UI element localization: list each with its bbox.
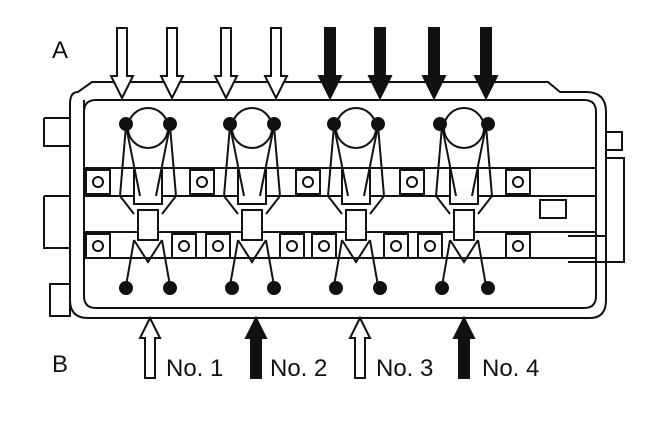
cylinder-4-a-arrow-2 <box>473 27 499 101</box>
cylinder-4-a-arrow-1 <box>421 27 447 101</box>
cylinder-1-b-arrow <box>138 315 162 379</box>
cylinder-1-assembly <box>85 107 215 295</box>
cylinder-head-outline <box>43 81 625 319</box>
cylinder-label-4: No. 4 <box>482 355 539 382</box>
cylinder-2-a-arrow-2 <box>263 27 289 101</box>
cylinder-3-b-arrow <box>348 315 372 379</box>
row-label-b: B <box>52 351 68 378</box>
cylinder-label-2: No. 2 <box>270 355 327 382</box>
cylinder-2-b-arrow <box>244 315 268 379</box>
row-label-a: A <box>52 37 68 64</box>
cylinder-label-3: No. 3 <box>376 355 433 382</box>
cylinder-label-1: No. 1 <box>166 355 223 382</box>
cylinder-3-a-arrow-2 <box>367 27 393 101</box>
row-a-arrows <box>109 27 499 101</box>
row-b-arrows <box>138 315 476 379</box>
cylinder-2-assembly <box>205 107 321 295</box>
cylinder-4-b-arrow <box>452 315 476 379</box>
cylinder-4-assembly <box>417 107 531 295</box>
cylinder-2-a-arrow-1 <box>213 27 239 101</box>
cylinder-3-assembly <box>311 107 425 295</box>
cylinder-1-a-arrow-2 <box>159 27 185 101</box>
cylinder-3-a-arrow-1 <box>317 27 343 101</box>
cylinder-1-a-arrow-1 <box>109 27 135 101</box>
